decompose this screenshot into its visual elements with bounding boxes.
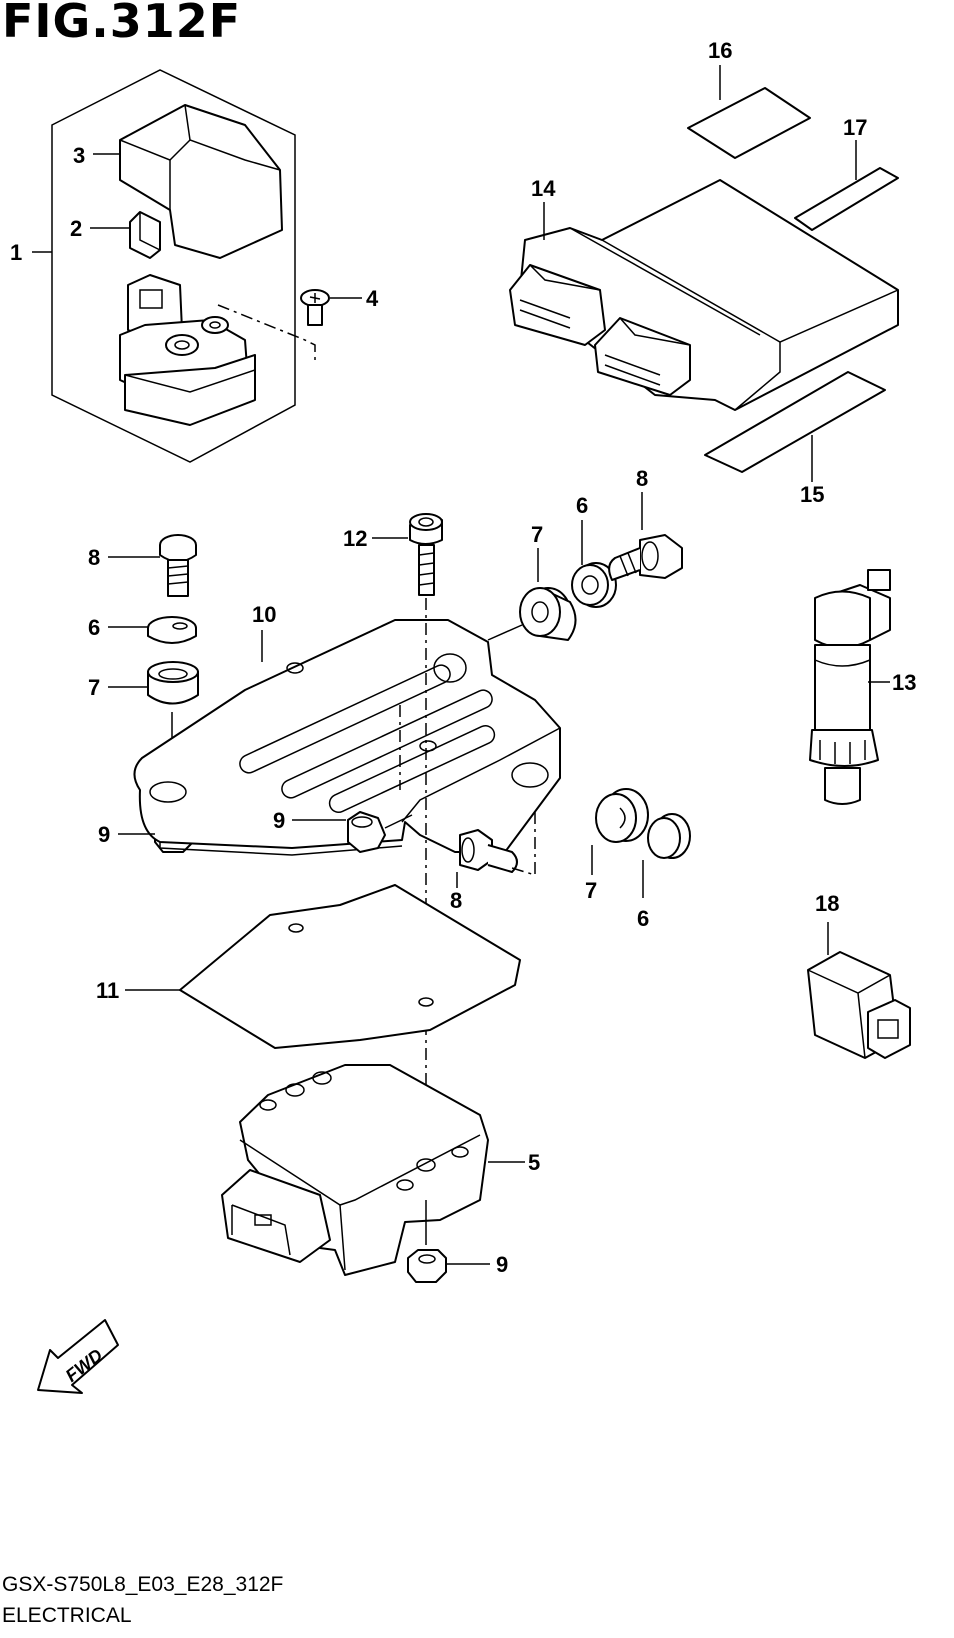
callout-8-left: 8: [88, 545, 100, 570]
callout-8-lower: 8: [450, 888, 462, 913]
washer-6-left: [147, 616, 197, 644]
callout-7-upper: 7: [531, 522, 543, 547]
callout-13: 13: [892, 670, 916, 695]
callout-16: 16: [708, 38, 732, 63]
callout-4: 4: [366, 286, 379, 311]
callout-9-mid: 9: [273, 808, 285, 833]
pad-15: [704, 371, 886, 473]
washer-6-upper: [571, 562, 617, 608]
leader-lines: [32, 65, 890, 1265]
callout-12: 12: [343, 526, 367, 551]
bracket-10: [133, 619, 561, 856]
starter-relay-assembly: [51, 69, 330, 463]
rubber-7-left: [147, 661, 199, 705]
figure-title: FIG.312F: [2, 0, 242, 48]
bolt-8-upper: [608, 534, 683, 581]
callout-5: 5: [528, 1150, 540, 1175]
regulator-rectifier: [221, 1064, 489, 1276]
callout-17: 17: [843, 115, 867, 140]
callout-14: 14: [531, 176, 556, 201]
callout-7-lower: 7: [585, 878, 597, 903]
callout-11: 11: [96, 978, 119, 1003]
rubber-7-lower: [595, 788, 649, 843]
bolt-12: [409, 513, 443, 596]
adhesive-pad-16: [687, 87, 811, 159]
rubber-7-upper: [519, 587, 577, 641]
nut-9-mid: [347, 811, 386, 853]
callout-10: 10: [252, 602, 276, 627]
callout-9-bottom: 9: [496, 1252, 508, 1277]
tape-17: [794, 167, 899, 231]
callout-6-lower: 6: [637, 906, 649, 931]
figure-caption: ELECTRICAL: [2, 1604, 132, 1627]
insulator-plate-11: [179, 884, 521, 1049]
callout-2: 2: [70, 216, 82, 241]
bolt-8-left: [159, 534, 197, 597]
callout-3: 3: [73, 143, 85, 168]
connector-18: [807, 951, 911, 1059]
callout-9-left: 9: [98, 822, 110, 847]
figure-code: GSX-S750L8_E03_E28_312F: [2, 1573, 284, 1596]
bolt-8-lower: [459, 829, 518, 873]
callout-1: 1: [10, 240, 22, 265]
callout-7-left: 7: [88, 675, 100, 700]
fwd-direction-arrow: FWD: [37, 1319, 119, 1394]
ecm-unit: [509, 179, 899, 411]
nut-9-bottom: [407, 1249, 447, 1283]
callouts: 1 2 3 4 16 17 14 15 8 6 7 12 8 10 6 7 13…: [10, 38, 916, 1277]
callout-6-upper: 6: [576, 493, 588, 518]
callout-15: 15: [800, 482, 824, 507]
plate-hole: [418, 997, 434, 1007]
callout-18: 18: [815, 891, 839, 916]
callout-8-upper: 8: [636, 466, 648, 491]
ignition-coil: [809, 569, 891, 805]
washer-6-lower: [647, 813, 691, 859]
plate-hole: [288, 923, 304, 933]
callout-6-left: 6: [88, 615, 100, 640]
